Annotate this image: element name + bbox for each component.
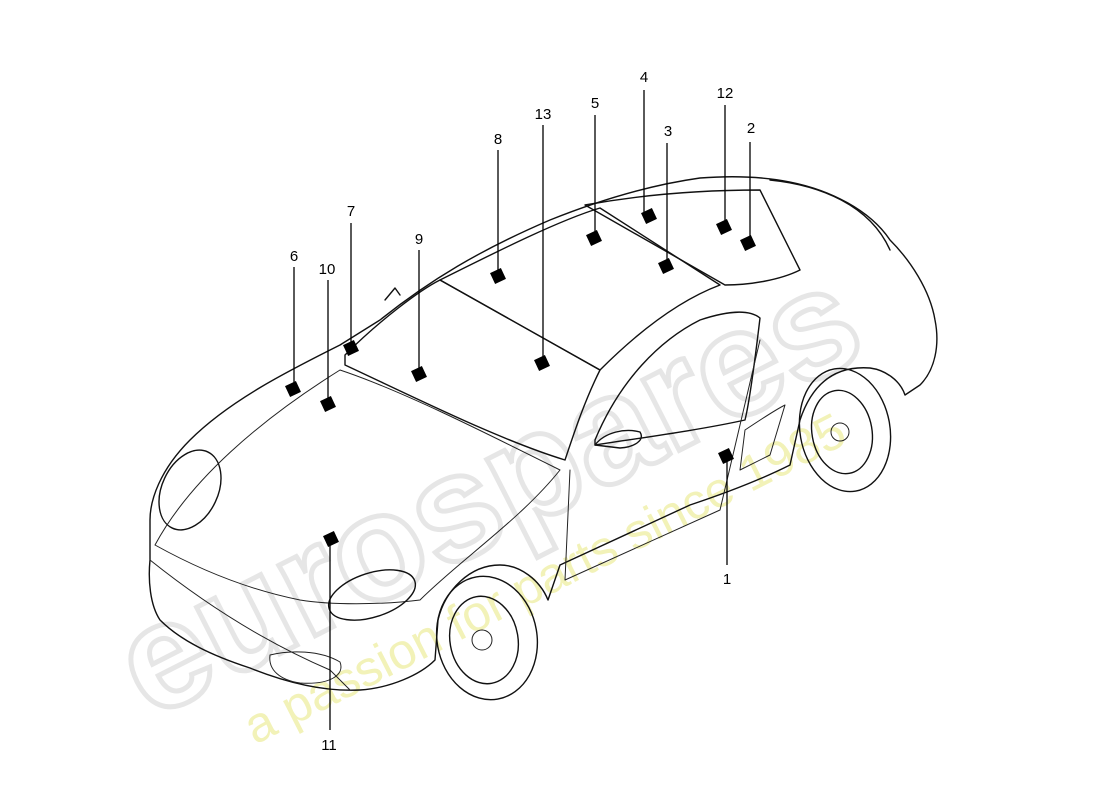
callout-label-9: 9 [415,231,423,248]
antenna [384,287,401,301]
front-wheel [435,575,539,701]
right-headlight [327,569,417,621]
callout-label-3: 3 [664,123,672,140]
callout-label-7: 7 [347,203,355,220]
marker-11[interactable] [323,531,339,547]
side-window [594,311,761,446]
callout-label-8: 8 [494,131,502,148]
callout-label-13: 13 [535,106,552,123]
callout-label-1: 1 [723,571,731,588]
callout-label-4: 4 [640,69,648,86]
callout-labels: 1 2 3 4 5 6 7 8 9 10 11 12 13 [290,69,755,754]
callout-label-5: 5 [591,95,599,112]
rear-spoiler [769,179,891,251]
callout-label-12: 12 [717,85,734,102]
callout-label-2: 2 [747,120,755,137]
side-intake [739,404,786,471]
marker-5[interactable] [586,230,602,246]
marker-4[interactable] [641,208,657,224]
leader-lines [293,90,751,730]
marker-7[interactable] [343,340,359,356]
side-mirror [594,429,642,449]
windshield [344,279,601,461]
car-drawing [148,176,938,701]
front-grille [269,651,342,684]
marker-10[interactable] [320,396,336,412]
marker-6[interactable] [285,381,301,397]
marker-9[interactable] [411,366,427,382]
front-bumper [149,559,351,691]
callout-label-11: 11 [321,737,337,754]
rear-window [584,189,801,286]
watermark: eurospares a passion for parts since 198… [86,229,888,755]
car-body-outline [148,176,938,691]
rear-wheel [798,367,892,493]
marker-2[interactable] [740,235,756,251]
left-headlight [158,449,222,531]
marker-3[interactable] [658,258,674,274]
callout-label-10: 10 [319,261,336,278]
door-line [564,339,761,581]
marker-13[interactable] [534,355,550,371]
hood-line [154,369,561,605]
marker-1[interactable] [718,448,734,464]
roof [439,207,721,371]
marker-12[interactable] [716,219,732,235]
callout-label-6: 6 [290,248,298,265]
marker-8[interactable] [490,268,506,284]
callout-markers [285,208,756,547]
